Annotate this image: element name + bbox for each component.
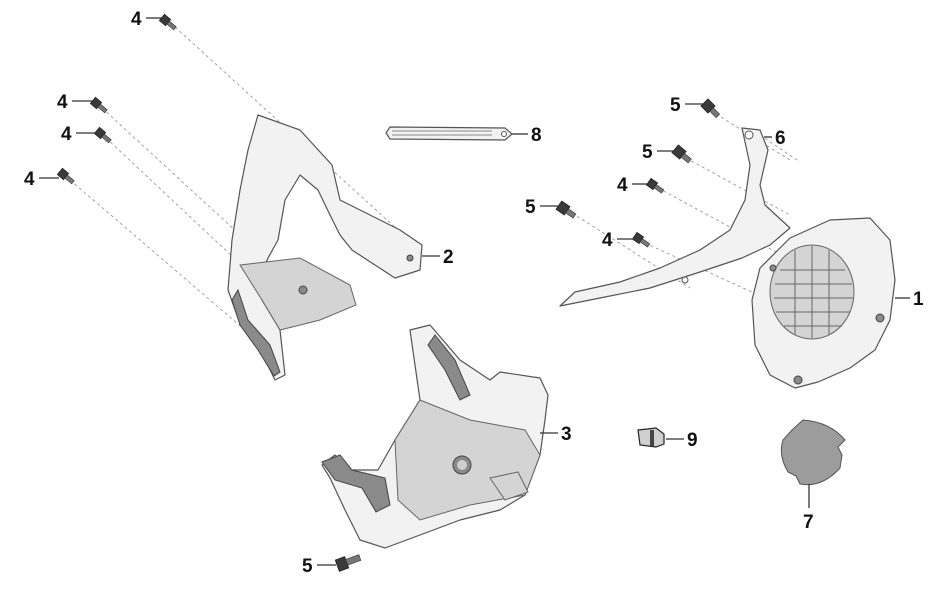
fan-cover-part — [751, 217, 896, 389]
clip-part — [637, 427, 665, 448]
fan-grille — [774, 246, 853, 338]
callout-number: 1 — [913, 289, 924, 310]
bolts — [56, 13, 721, 572]
callout-number: 4 — [24, 169, 35, 190]
callout-number: 4 — [617, 175, 628, 196]
bolt-icon — [56, 167, 75, 185]
lower-cover-part — [321, 324, 549, 549]
bolt-icon — [700, 98, 721, 119]
bolt-icon — [555, 200, 577, 219]
bolt-icon — [93, 126, 112, 144]
callout-number: 6 — [775, 128, 786, 149]
strip-part — [385, 126, 513, 141]
bolt-icon — [334, 554, 362, 572]
callout-number: 4 — [602, 230, 613, 251]
callout-number: 5 — [642, 142, 653, 163]
leader-lines — [39, 17, 910, 566]
callout-number: 5 — [302, 556, 313, 577]
filter-part — [780, 419, 846, 486]
callout-number: 4 — [57, 92, 68, 113]
bracket-part — [559, 127, 791, 307]
bolt-icon — [671, 144, 692, 164]
callout-number: 2 — [443, 247, 454, 268]
callout-number: 5 — [525, 197, 536, 218]
bolt-icon — [631, 231, 651, 248]
alignment-lines — [69, 26, 801, 361]
callout-number: 4 — [61, 124, 72, 145]
bolt-icon — [89, 96, 108, 114]
callout-labels: 4 4 4 4 4 4 5 5 5 5 1 2 3 6 7 8 9 — [24, 9, 924, 577]
upper-cover-part — [227, 114, 423, 381]
callout-number: 9 — [687, 430, 698, 451]
bolt-icon — [645, 177, 665, 194]
callout-number: 4 — [131, 9, 142, 30]
callout-number: 3 — [561, 424, 572, 445]
callout-number: 8 — [531, 125, 542, 146]
bolt-icon — [158, 13, 177, 31]
callout-number: 5 — [670, 95, 681, 116]
callout-number: 7 — [803, 512, 814, 533]
